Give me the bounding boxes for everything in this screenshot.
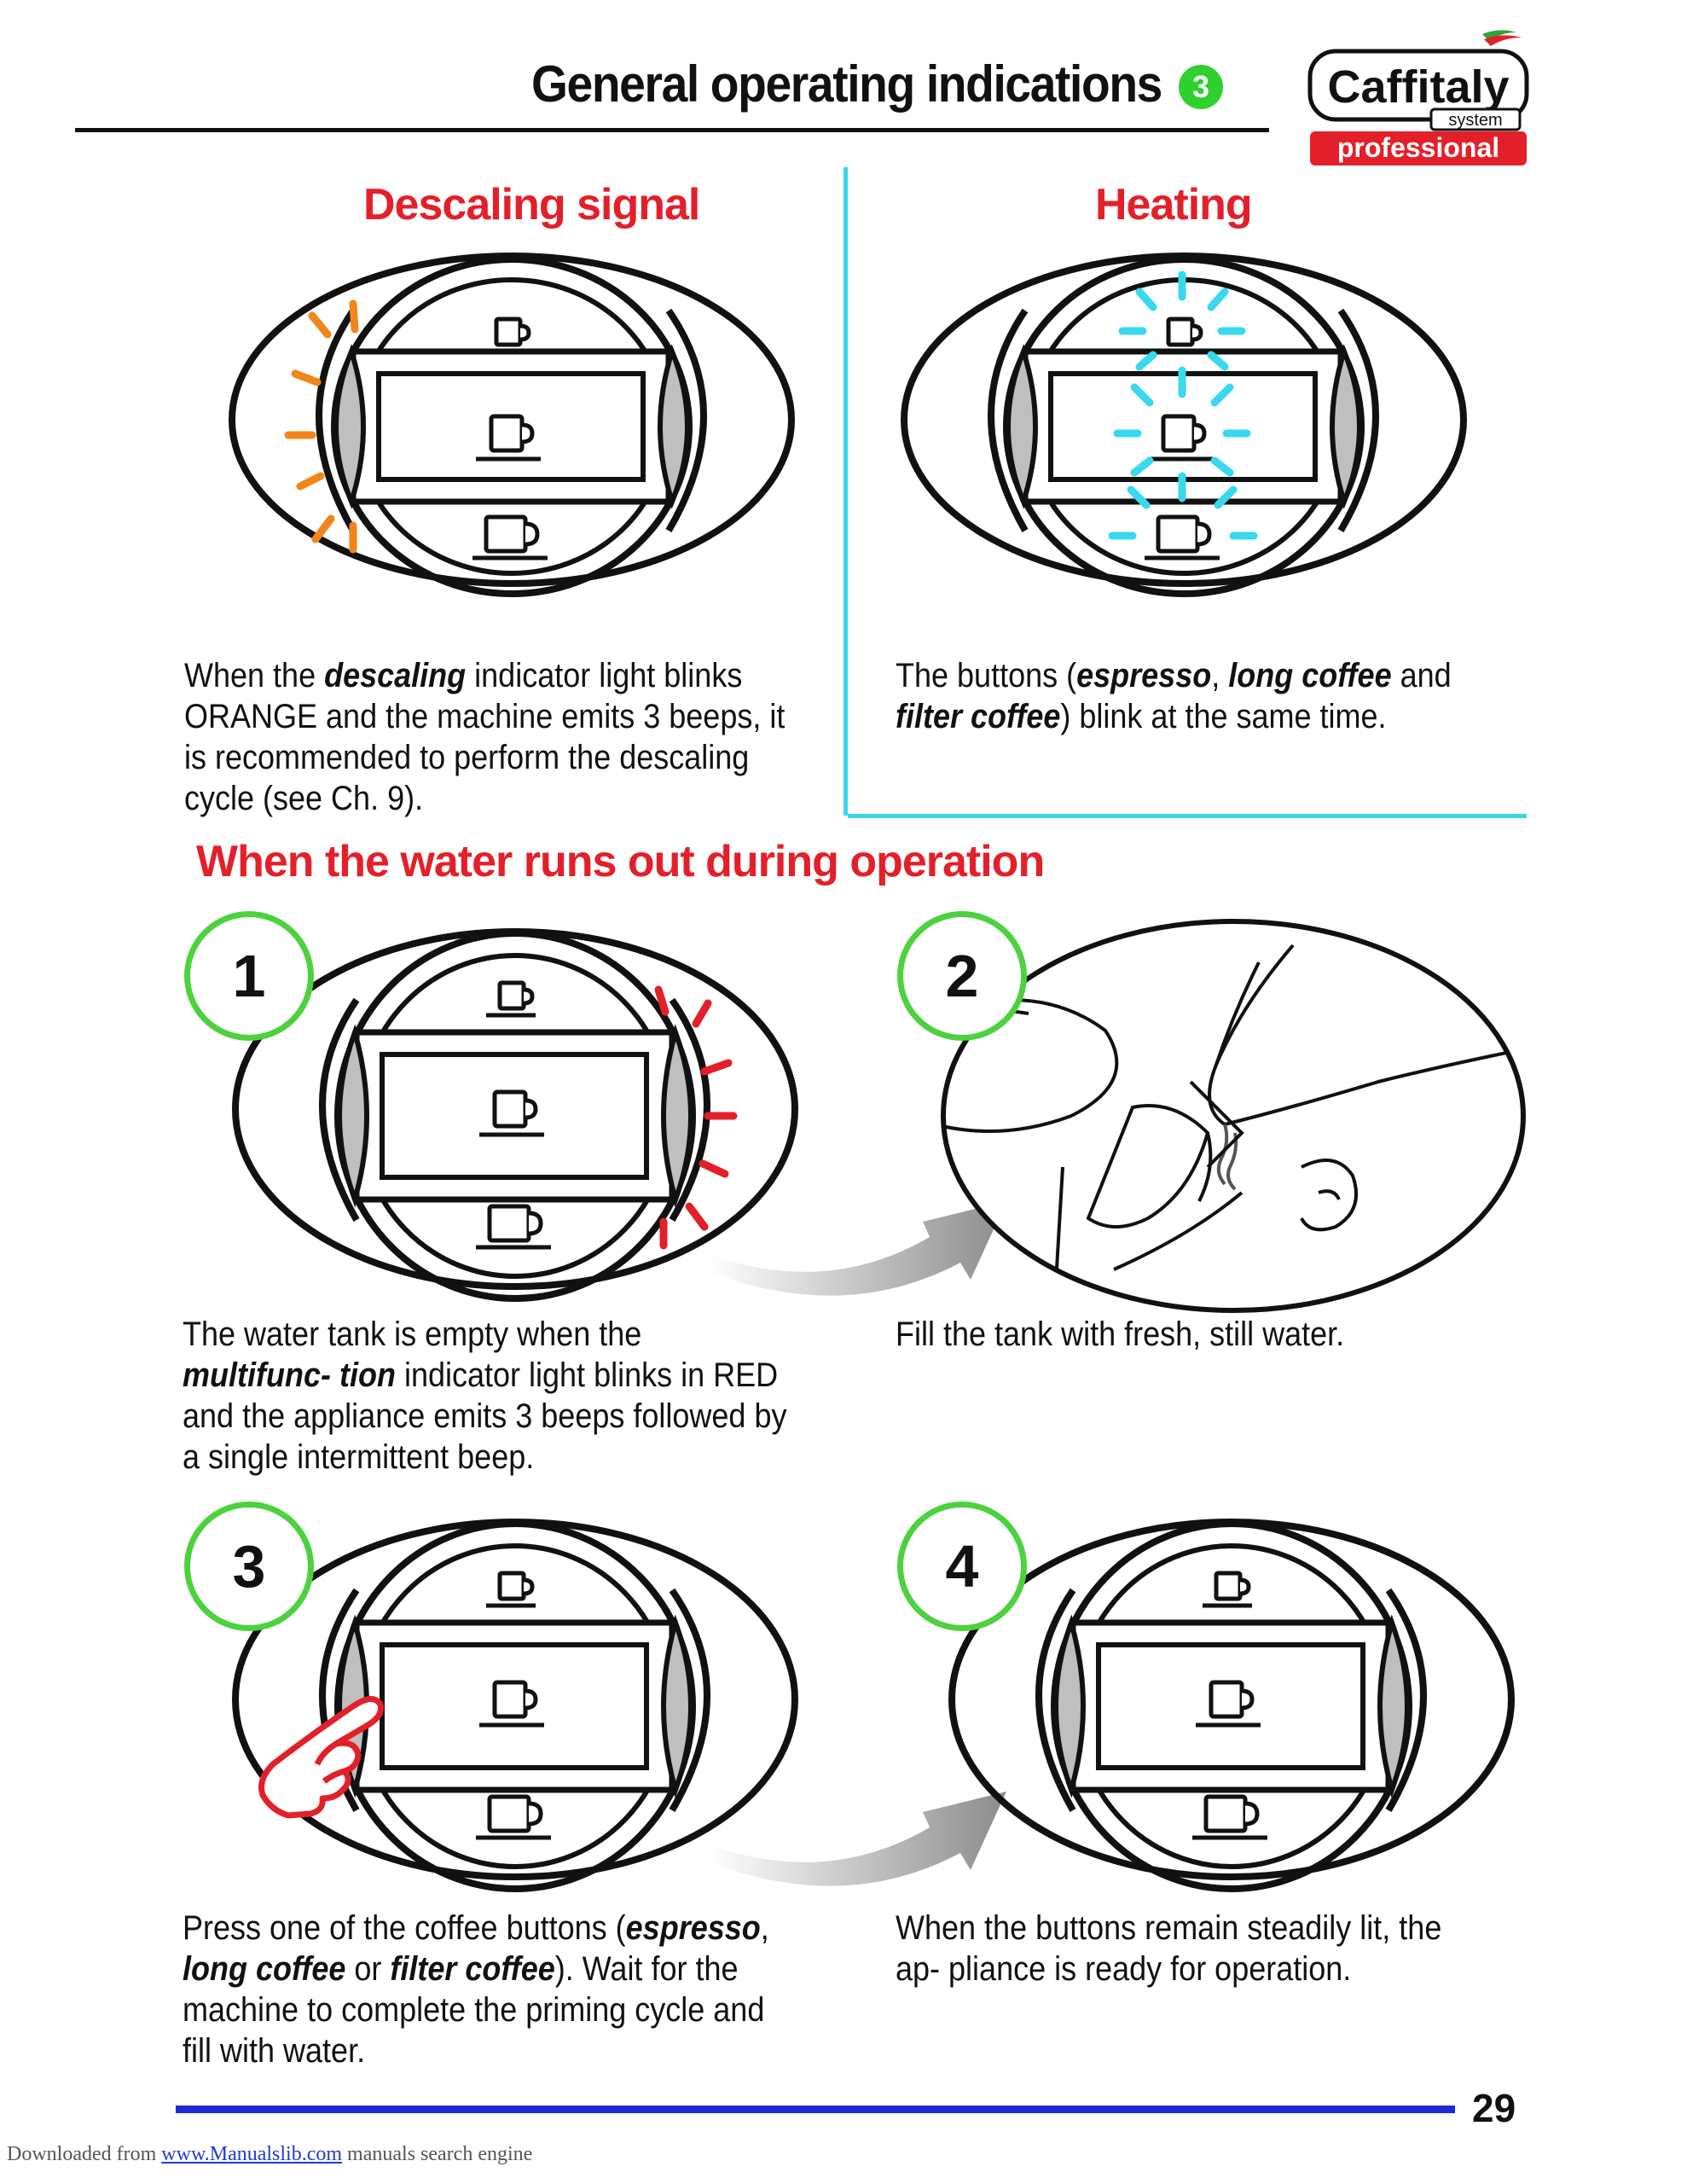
step-1-caption: The water tank is empty when the multifu…	[183, 1314, 789, 1478]
chapter-badge: 3	[1179, 65, 1223, 109]
caption-part-bold: long coffee	[183, 1950, 346, 1988]
step-1-to-2-arrow-icon	[708, 1201, 1006, 1296]
caption-part: indicator light blinks in RED and the ap…	[183, 1356, 787, 1476]
step-3-to-4-arrow-icon	[708, 1792, 1006, 1886]
step-3-caption: Press one of the coffee buttons (espress…	[183, 1908, 789, 2071]
orange-blink-rays	[284, 299, 359, 554]
caption-part: The buttons (	[896, 657, 1077, 694]
step-4-number: 4	[945, 1533, 979, 1600]
caffitaly-logo: Caffitaly system professional	[1307, 30, 1529, 166]
step-4-illustration	[948, 1519, 1515, 1892]
heating-panel-illustration	[901, 253, 1467, 597]
page-title: General operating indications	[530, 55, 1162, 113]
page-number: 29	[1472, 2086, 1516, 2130]
caption-part-bold: filter coffee	[390, 1950, 555, 1988]
manualslib-link[interactable]: www.Manualslib.com	[161, 2143, 343, 2165]
caption-part: ,	[1211, 657, 1229, 694]
caption-part-bold: long coffee	[1228, 657, 1392, 694]
pressing-hand-icon	[258, 1696, 385, 1819]
step-3-illustration	[232, 1519, 798, 1892]
step-1-illustration	[232, 928, 798, 1302]
horizontal-divider	[848, 814, 1527, 818]
caption-part: and	[1391, 657, 1452, 694]
caption-part: Fill the tank with fresh, still water.	[896, 1316, 1345, 1353]
step-2-caption: Fill the tank with fresh, still water.	[896, 1314, 1471, 1355]
caption-part: The water tank is empty when the	[183, 1316, 642, 1353]
caption-part: indicator light blinks ORANGE and the ma…	[184, 657, 786, 817]
caption-part-bold: multifunc- tion	[183, 1356, 396, 1394]
heating-caption: The buttons (espresso, long coffee and f…	[896, 655, 1471, 737]
logo-edition-text: professional	[1337, 132, 1499, 163]
caption-part: or	[345, 1950, 391, 1988]
caption-part: When the buttons remain steadily lit, th…	[896, 1909, 1442, 1988]
heating-title: Heating	[1095, 180, 1253, 229]
logo-system-text: system	[1448, 111, 1502, 130]
descaling-title: Descaling signal	[363, 180, 700, 229]
download-prefix: Downloaded from	[7, 2143, 162, 2165]
footer-divider	[176, 2106, 1455, 2113]
step-1-number: 1	[232, 943, 266, 1009]
caption-part: ,	[760, 1909, 769, 1947]
caption-part: Press one of the coffee buttons (	[183, 1909, 626, 1947]
step-2-illustration	[941, 919, 1526, 1313]
step-4-badge: 4	[897, 1502, 1027, 1631]
step-3-badge: 3	[184, 1502, 314, 1631]
descaling-panel-illustration	[229, 253, 795, 597]
step-2-number: 2	[945, 943, 979, 1009]
caption-part-bold: descaling	[324, 657, 467, 694]
download-note: Downloaded from www.Manualslib.com manua…	[7, 2143, 532, 2166]
step-1-badge: 1	[184, 911, 314, 1041]
vertical-divider	[844, 167, 848, 816]
step-2-badge: 2	[897, 911, 1027, 1041]
caption-part: ). Wait for the machine to complete the …	[183, 1950, 765, 2070]
caption-part-bold: filter coffee	[896, 698, 1061, 735]
red-blink-rays	[654, 985, 738, 1250]
water-out-title: When the water runs out during operation	[196, 837, 1045, 886]
step-4-caption: When the buttons remain steadily lit, th…	[896, 1908, 1471, 1989]
download-suffix: manuals search engine	[342, 2143, 533, 2165]
caption-part: ) blink at the same time.	[1060, 698, 1387, 735]
caption-part-bold: espresso	[625, 1909, 761, 1947]
cyan-blink-rays	[1108, 270, 1258, 540]
descaling-caption: When the descaling indicator light blink…	[184, 655, 791, 819]
step-3-number: 3	[232, 1533, 266, 1600]
caption-part: When the	[184, 657, 325, 694]
header-divider	[75, 128, 1269, 132]
caption-part-bold: espresso	[1076, 657, 1212, 694]
logo-brand-text: Caffitaly	[1327, 61, 1509, 113]
